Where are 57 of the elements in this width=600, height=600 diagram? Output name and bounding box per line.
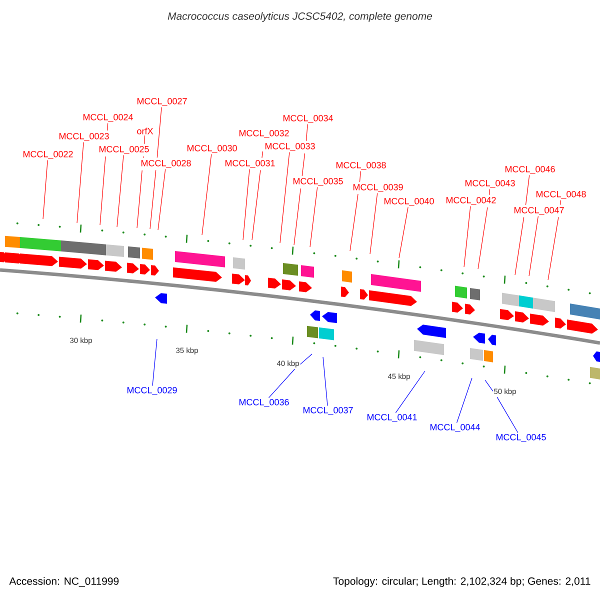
leader-line [100,122,108,226]
leader-line [322,356,328,406]
gene-label: MCCL_0033 [265,142,315,152]
gene-label: MCCL_0022 [23,150,73,160]
leader-line [484,380,518,434]
leader-line [350,170,361,252]
leader-line [464,206,471,268]
leader-line [478,188,490,270]
leader-line [116,154,124,228]
leader-line [395,370,426,414]
leader-line [310,186,318,248]
gene-label: MCCL_0042 [446,196,496,206]
leader-line [76,142,84,224]
leader-line [268,354,312,398]
leader-line [294,124,308,246]
leader-line [398,206,408,258]
leader-line [456,378,472,424]
leader-line [242,168,250,240]
leader-line [514,174,530,276]
leader-line [528,216,538,276]
gene-label: MCCL_0044 [430,424,480,432]
gene-label: MCCL_0025 [99,146,149,154]
gene-label: MCCL_0027 [137,98,187,106]
gene-label: MCCL_0028 [141,160,191,168]
leader-line [42,160,48,220]
gene-label: MCCL_0039 [353,184,403,192]
gene-label: MCCL_0024 [83,114,133,122]
gene-label: MCCL_0040 [384,198,434,206]
gene-label: orfX [137,128,154,134]
gene-label: MCCL_0038 [336,162,386,170]
leader-line [548,200,562,280]
gene-label: MCCL_0041 [367,414,417,422]
leader-line [158,168,166,230]
leader-line [252,151,264,240]
leader-line [150,106,162,230]
gene-label: MCCL_0035 [293,178,343,186]
leader-line [280,152,290,244]
title: Macrococcus caseolyticus JCSC5402, complete genome [168,12,432,22]
leader-line [136,135,146,228]
gene-label: MCCL_0048 [536,190,586,200]
leader-line [152,338,158,386]
gene-label: MCCL_0029 [127,386,177,396]
gene-label: MCCL_0043 [465,180,515,188]
gene-label: MCCL_0047 [514,206,564,216]
gene-label: MCCL_0031 [225,160,275,168]
genome-info-text: Topology: circular; Length: 2,102,324 bp; Genes: 2,011 [333,577,590,587]
gene-label: MCCL_0036 [239,398,289,408]
gene-label: MCCL_0037 [303,406,353,416]
gene-label: MCCL_0045 [496,434,546,442]
leader-line [370,192,378,254]
gene-label: MCCL_0030 [187,144,237,154]
gene-label: MCCL_0023 [59,132,109,142]
gene-label: MCCL_0032 [239,130,289,138]
accession-text: Accession: NC_011999 [9,577,119,587]
leader-line [202,154,212,236]
gene-label: MCCL_0034 [283,114,333,124]
gene-label: MCCL_0046 [505,166,555,174]
